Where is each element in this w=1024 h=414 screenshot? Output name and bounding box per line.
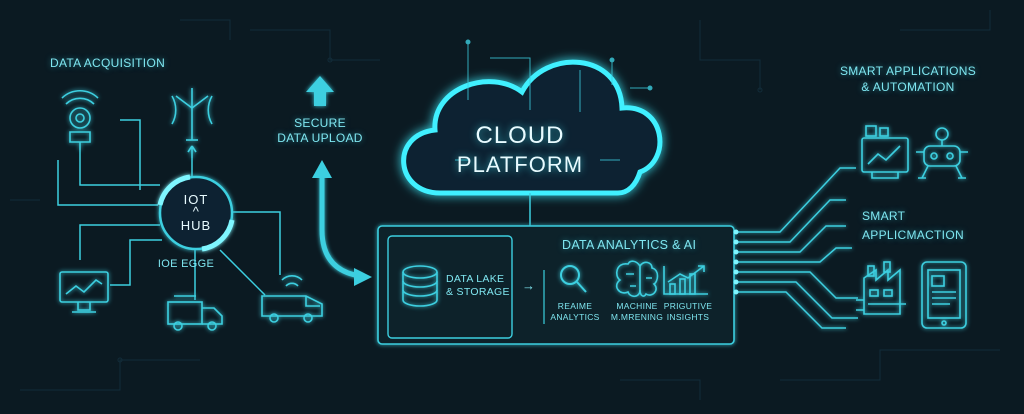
van-icon	[261, 275, 323, 323]
wind-turbine-icon	[171, 88, 213, 158]
dashboard-monitor-icon	[861, 125, 909, 179]
iot-hub	[157, 174, 235, 252]
storage-label-line1: DATA LAKE	[446, 273, 505, 285]
factory-icon	[856, 261, 906, 315]
monitor-chart-icon	[59, 271, 109, 313]
background-circuit	[10, 10, 1000, 400]
monitor-to-hub-line-2	[110, 239, 162, 286]
cloud-title-line1: CLOUD	[475, 122, 565, 149]
fanout-lines	[736, 167, 858, 329]
upload-arrowhead-up	[312, 160, 332, 178]
hub-label-arrow: ^	[192, 204, 200, 219]
analytics-panel	[377, 225, 735, 345]
analytics-item-2-line2: M.MRENING	[610, 312, 664, 322]
upload-label-line1: SECURE	[294, 116, 346, 130]
sensor-to-hub-line	[79, 150, 160, 186]
magnifier-icon	[560, 265, 587, 293]
sensor-to-hub-line-2	[57, 160, 158, 206]
edge-label: IOE EGGE	[157, 258, 215, 270]
analytics-item-1-line2: ANALYTICS	[550, 312, 600, 322]
analytics-item-1-line1: REAIME	[557, 301, 593, 311]
storage-label-line2: & STORAGE	[446, 286, 510, 298]
growth-chart-icon	[663, 265, 708, 295]
hub-to-edge-line	[230, 211, 281, 275]
storage-box	[387, 235, 513, 339]
analytics-title: DATA ANALYTICS & AI	[562, 238, 697, 252]
wifi-sensor-icon	[61, 89, 99, 150]
applications-sub-line2: APPLICMACTION	[862, 228, 964, 242]
fanout-nodes	[733, 229, 739, 295]
upload-arrowhead-right	[354, 268, 372, 286]
tablet-icon	[921, 261, 967, 329]
applications-title-line2: & AUTOMATION	[861, 80, 955, 94]
cloud-circuit-lines	[455, 39, 653, 161]
hub-label-line2: HUB	[180, 218, 212, 233]
analytics-item-3-line1: PRIGUTIVE	[663, 301, 713, 311]
database-icon	[402, 265, 438, 307]
analytics-item-2-line1: MACHINE	[616, 301, 658, 311]
robot-icon	[916, 127, 968, 179]
applications-sub-line1: SMART	[862, 209, 906, 223]
storage-arrow: →	[522, 278, 536, 293]
brain-icon	[615, 260, 659, 298]
upload-label-line2: DATA UPLOAD	[277, 131, 363, 145]
sensor-to-hub-line-3	[120, 119, 141, 190]
analytics-item-3-line2: INSIGHTS	[666, 312, 710, 322]
monitor-to-hub-line	[79, 224, 160, 260]
applications-title-line1: SMART APPLICATIONS	[839, 64, 977, 78]
upload-curve-arrow	[319, 172, 363, 279]
acquisition-title: DATA ACQUISITION	[50, 56, 166, 70]
edge-to-van-line	[219, 249, 266, 296]
cloud-title-line2: PLATFORM	[456, 152, 584, 177]
truck-icon	[167, 295, 223, 331]
upload-arrow-icon	[306, 76, 334, 106]
hub-label-line1: IOT	[183, 192, 209, 207]
